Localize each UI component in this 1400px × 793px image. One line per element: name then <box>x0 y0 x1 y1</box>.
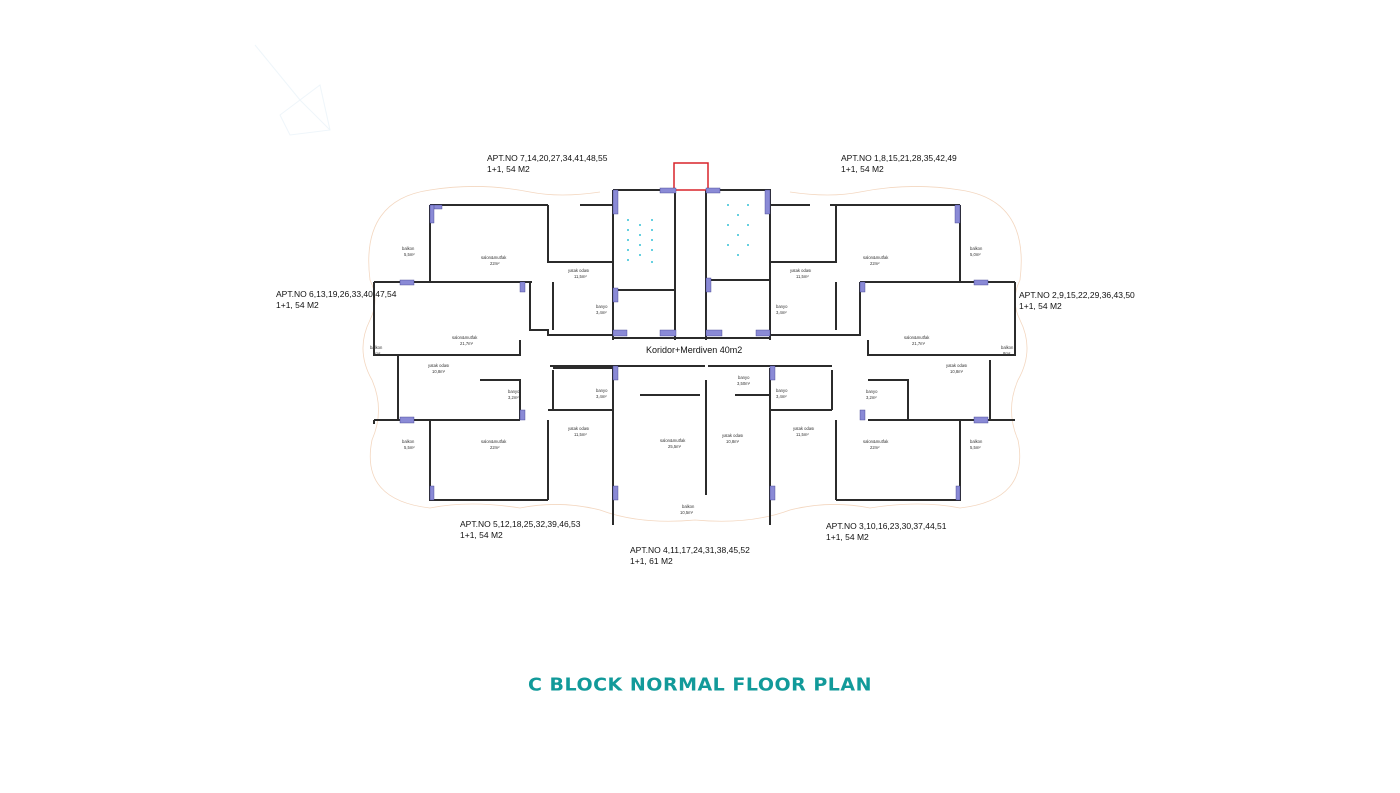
apartment-size: 1+1, 61 M2 <box>630 556 673 566</box>
room-label: banyo <box>508 389 520 394</box>
room-label: balkon <box>402 246 415 251</box>
room-area: 21,7m² <box>912 341 926 346</box>
room-label: balkon <box>970 246 983 251</box>
room-label: yatak odası <box>793 426 814 431</box>
room-area: 5,5m² <box>970 445 981 450</box>
room-label: salon&mutfak <box>863 439 889 444</box>
apartment-size: 1+1, 54 M2 <box>841 164 884 174</box>
room-label: yatak odası <box>946 363 967 368</box>
ventilation-shaft <box>673 162 709 191</box>
apartment-label-top-right: APT.NO 1,8,15,21,28,35,42,49 1+1, 54 M2 <box>841 153 957 175</box>
apartment-label-bottom-center: APT.NO 4,11,17,24,31,38,45,52 1+1, 61 M2 <box>630 545 750 567</box>
room-area: 21,7m² <box>460 341 474 346</box>
room-area: 10,8m² <box>726 439 740 444</box>
room-area: 11,5m² <box>574 432 587 437</box>
room-label: yatak odası <box>790 268 811 273</box>
room-label: salon&mutfak <box>481 255 507 260</box>
staircase-left <box>627 219 653 263</box>
apartment-numbers: APT.NO 1,8,15,21,28,35,42,49 <box>841 153 957 163</box>
room-area: 11,5m² <box>574 274 587 279</box>
room-label: banyo <box>596 304 608 309</box>
apartment-numbers: APT.NO 6,13,19,26,33,40,47,54 <box>276 289 397 299</box>
apartment-size: 1+1, 54 M2 <box>487 164 530 174</box>
room-area: 10,5m² <box>680 510 694 515</box>
apartment-numbers: APT.NO 7,14,20,27,34,41,48,55 <box>487 153 608 163</box>
compass-decoration <box>254 44 331 136</box>
apartment-label-top-left: APT.NO 7,14,20,27,34,41,48,55 1+1, 54 M2 <box>487 153 608 175</box>
room-area: 25,5m² <box>668 444 682 449</box>
room-label: balkon <box>402 439 415 444</box>
room-area: 22m² <box>870 445 880 450</box>
room-area: 3,2m² <box>508 395 519 400</box>
apartment-size: 1+1, 54 M2 <box>826 532 869 542</box>
columns <box>399 187 989 501</box>
room-label: banyo <box>738 375 750 380</box>
corridor-label: Koridor+Merdiven 40m2 <box>646 345 743 355</box>
room-area: 22m² <box>870 261 880 266</box>
staircase-right <box>727 204 749 256</box>
room-area: 11,5m² <box>796 432 809 437</box>
apartment-numbers: APT.NO 2,9,15,22,29,36,43,50 <box>1019 290 1135 300</box>
room-label: balkon <box>1001 345 1014 350</box>
room-label: banyo <box>596 388 608 393</box>
room-label: balkon <box>682 504 695 509</box>
apartment-size: 1+1, 54 M2 <box>460 530 503 540</box>
page-title: C BLOCK NORMAL FLOOR PLAN <box>527 674 873 696</box>
apartment-label-mid-right: APT.NO 2,9,15,22,29,36,43,50 1+1, 54 M2 <box>1019 290 1135 312</box>
room-area: 3,4m² <box>776 394 787 399</box>
apartment-size: 1+1, 54 M2 <box>276 300 319 310</box>
room-labels: balkon 5,5m² salon&mutfak 22m² yatak oda… <box>370 246 1014 515</box>
apartment-label-bottom-right: APT.NO 3,10,16,23,30,37,44,51 1+1, 54 M2 <box>826 521 947 543</box>
room-area: 3,4m² <box>776 310 787 315</box>
apartment-size: 1+1, 54 M2 <box>1019 301 1062 311</box>
room-label: salon&mutfak <box>660 438 686 443</box>
room-label: salon&mutfak <box>863 255 889 260</box>
room-label: balkon <box>370 345 383 350</box>
room-area: 8m² <box>1003 351 1011 356</box>
apartment-numbers: APT.NO 3,10,16,23,30,37,44,51 <box>826 521 947 531</box>
room-label: banyo <box>776 388 788 393</box>
room-area: 5,5m² <box>404 445 415 450</box>
room-label: salon&mutfak <box>481 439 507 444</box>
room-label: yatak odası <box>568 268 589 273</box>
room-label: salon&mutfak <box>904 335 930 340</box>
room-label: banyo <box>776 304 788 309</box>
room-area: 8m² <box>373 351 381 356</box>
room-label: yatak odası <box>722 433 743 438</box>
apartment-numbers: APT.NO 4,11,17,24,31,38,45,52 <box>630 545 750 555</box>
room-area: 22m² <box>490 445 500 450</box>
room-area: 22m² <box>490 261 500 266</box>
room-area: 11,5m² <box>796 274 809 279</box>
room-area: 5,5m² <box>404 252 415 257</box>
apartment-label-mid-left: APT.NO 6,13,19,26,33,40,47,54 1+1, 54 M2 <box>276 289 397 311</box>
room-area: 3,4m² <box>596 394 607 399</box>
room-label: yatak odası <box>428 363 449 368</box>
room-label: banyo <box>866 389 878 394</box>
room-area: 10,8m² <box>432 369 446 374</box>
room-area: 3,4m² <box>596 310 607 315</box>
room-label: yatak odası <box>568 426 589 431</box>
room-area: 5,0m² <box>970 252 981 257</box>
apartment-numbers: APT.NO 5,12,18,25,32,39,46,53 <box>460 519 581 529</box>
apartment-label-bottom-left: APT.NO 5,12,18,25,32,39,46,53 1+1, 54 M2 <box>460 519 581 541</box>
walls <box>373 189 1016 525</box>
room-label: balkon <box>970 439 983 444</box>
room-area: 10,8m² <box>950 369 964 374</box>
balcony-outline <box>362 186 1028 522</box>
room-area: 3,2m² <box>866 395 877 400</box>
room-label: salon&mutfak <box>452 335 478 340</box>
room-area: 3,50m² <box>737 381 751 386</box>
